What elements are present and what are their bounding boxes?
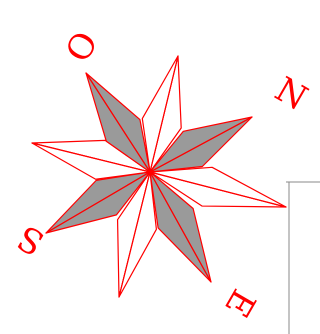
label-east: E: [216, 282, 263, 324]
compass-star: [32, 56, 286, 297]
label-west: O: [58, 25, 107, 69]
label-south: S: [11, 217, 51, 263]
window-edge-fragment: [286, 182, 320, 334]
label-north: N: [268, 70, 314, 120]
